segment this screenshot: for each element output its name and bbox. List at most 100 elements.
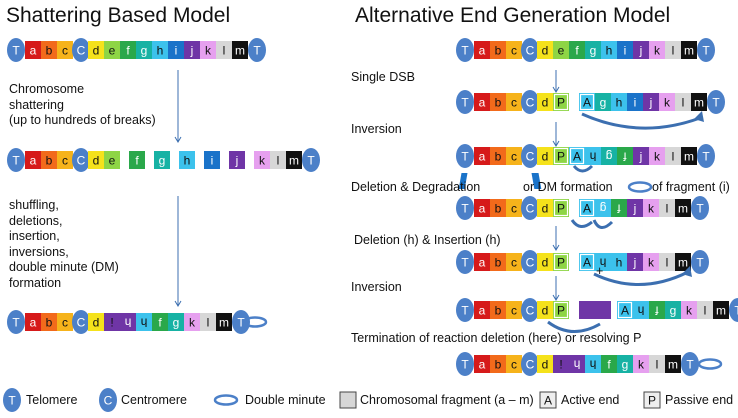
left-row-1-7-fragment-e-letter: e xyxy=(109,44,116,58)
right-row-1-15-fragment-m xyxy=(681,41,697,59)
right-row-1-4-fragment-c xyxy=(506,41,522,59)
right-row-5-5-centromere xyxy=(521,250,539,274)
right-row-5-7-fragment-P xyxy=(553,253,569,271)
left-row-2-7-fragment-e-letter: e xyxy=(109,154,116,168)
right-row-2-4-fragment-c xyxy=(506,93,522,111)
right-row-1-11-fragment-i xyxy=(617,41,633,59)
right-row-5-4-fragment-c xyxy=(506,253,522,271)
right-row-2-9-fragment-A-outline xyxy=(579,93,595,111)
right-row-1-13-fragment-k-letter: k xyxy=(654,44,661,58)
legend-double-minute-icon xyxy=(213,394,239,406)
right-row-6-6-fragment-d-letter: d xyxy=(542,304,549,318)
legend-telomere-icon xyxy=(3,388,21,412)
left-row-1-9-fragment-g xyxy=(136,41,152,59)
right-row-7-15-telomere-letter: T xyxy=(686,358,694,372)
left-row-3-10-fragment-f-letter: f xyxy=(158,316,162,330)
right-row-1-10-fragment-h-letter: h xyxy=(606,44,613,58)
right-curve-6 xyxy=(547,320,601,333)
left-row-3-14-fragment-m xyxy=(216,313,232,331)
right-row-3-1-telomere xyxy=(456,144,474,168)
right-curve-3 xyxy=(570,219,593,228)
right-row-6-18-fragment-m xyxy=(713,301,729,319)
left-row-1-8-fragment-f xyxy=(120,41,136,59)
right-arrow-3-head xyxy=(552,244,560,251)
right-row-3-12-fragment-j xyxy=(633,147,649,165)
left-row-3-6-fragment-d xyxy=(88,313,104,331)
right-row-1-7-fragment-e xyxy=(553,41,569,59)
right-row-6-16-fragment-k-letter: k xyxy=(686,304,693,318)
right-row-5-11-fragment-h xyxy=(611,253,627,271)
right-step-fragment-i: of fragment (i) xyxy=(652,180,730,194)
right-row-3-13-fragment-k-letter: k xyxy=(654,150,661,164)
right-curve-1 xyxy=(581,112,701,130)
right-row-6-3-fragment-b-letter: b xyxy=(495,304,502,318)
right-row-1-12-fragment-j xyxy=(633,41,649,59)
right-row-6-7-fragment-P xyxy=(553,301,569,319)
right-row-5-14-fragment-l-letter: l xyxy=(666,256,669,270)
right-row-5-12-fragment-j xyxy=(627,253,643,271)
right-row-5-10-fragment-h xyxy=(595,253,611,271)
right-row-2-11-fragment-h xyxy=(611,93,627,111)
right-row-6-1-telomere xyxy=(456,298,474,322)
right-row-6-14-fragment-f-letter: f xyxy=(655,304,659,318)
right-row-2-5-centromere-letter: C xyxy=(526,96,535,110)
right-row-5-12-fragment-j-letter: j xyxy=(633,256,637,270)
right-row-7-15-telomere xyxy=(681,352,699,376)
left-row-1-3-fragment-b-letter: b xyxy=(46,44,53,58)
right-row-7-10-fragment-f-letter: f xyxy=(607,358,611,372)
right-step-inversion-2: Inversion xyxy=(351,280,402,294)
left-row-2-15-fragment-i-letter: i xyxy=(211,154,214,168)
right-row-3-12-fragment-j-letter: j xyxy=(639,150,643,164)
right-row-1-2-fragment-a xyxy=(474,41,490,59)
left-row-2-5-centromere xyxy=(72,148,90,172)
right-row-4-3-fragment-b-letter: b xyxy=(495,202,502,216)
right-row-5-1-telomere xyxy=(456,250,474,274)
right-step-termination: Termination of reaction deletion (here) … xyxy=(351,331,642,345)
right-row-2-2-fragment-a-letter: a xyxy=(479,96,486,110)
right-row-7-7-fragment-! xyxy=(553,355,569,373)
right-row-4-5-centromere-letter: C xyxy=(526,202,535,216)
legend-centromere-icon xyxy=(99,388,117,412)
left-row-2-17-fragment-j xyxy=(229,151,245,169)
right-row-6-4-fragment-c-letter: c xyxy=(511,304,517,318)
right-row-5-15-fragment-m xyxy=(675,253,691,271)
left-row-1-2-fragment-a xyxy=(25,41,41,59)
left-row-3-6-fragment-d-letter: d xyxy=(93,316,100,330)
right-row-2-9-fragment-A xyxy=(579,93,595,111)
right-row-3-1-telomere-letter: T xyxy=(461,150,469,164)
left-double-minute xyxy=(242,316,268,328)
left-row-3-8-fragment-h xyxy=(120,313,136,331)
left-row-3-5-centromere-letter: C xyxy=(77,316,86,330)
right-row-4-16-telomere xyxy=(691,196,709,220)
left-row-1-7-fragment-e xyxy=(104,41,120,59)
right-row-4-13-fragment-k xyxy=(643,199,659,217)
left-row-2-4-fragment-c xyxy=(57,151,73,169)
right-row-6-6-fragment-d xyxy=(537,301,553,319)
right-row-2-4-fragment-c-letter: c xyxy=(511,96,517,110)
right-row-3-14-fragment-l xyxy=(665,147,681,165)
left-row-2-15-fragment-i xyxy=(204,151,220,169)
right-row-1-6-fragment-d-letter: d xyxy=(542,44,549,58)
right-row-7-6-fragment-d xyxy=(537,355,553,373)
right-row-7-13-fragment-l xyxy=(649,355,665,373)
right-row-4-6-fragment-d-letter: d xyxy=(542,202,549,216)
right-row-2-10-fragment-g-letter: g xyxy=(600,96,607,110)
right-row-6-14-fragment-f xyxy=(649,301,665,319)
left-row-1-11-fragment-i xyxy=(168,41,184,59)
right-row-3-4-fragment-c xyxy=(506,147,522,165)
right-row-1-1-telomere xyxy=(456,38,474,62)
right-row-5-2-fragment-a xyxy=(474,253,490,271)
right-row-1-11-fragment-i-letter: i xyxy=(624,44,627,58)
left-row-3-12-fragment-k xyxy=(184,313,200,331)
right-row-2-7-fragment-P-letter: P xyxy=(557,96,565,110)
right-row-7-12-fragment-k xyxy=(633,355,649,373)
left-row-2-3-fragment-b-letter: b xyxy=(46,154,53,168)
left-row-1-10-fragment-h xyxy=(152,41,168,59)
right-row-2-5-centromere xyxy=(521,90,539,114)
right-row-4-10-fragment-g-letter: g xyxy=(600,202,607,216)
right-row-7-3-fragment-b-letter: b xyxy=(495,358,502,372)
right-row-2-16-fragment-m xyxy=(691,93,707,111)
left-row-1-15-fragment-m xyxy=(232,41,248,59)
right-row-4-10-fragment-g xyxy=(595,199,611,217)
